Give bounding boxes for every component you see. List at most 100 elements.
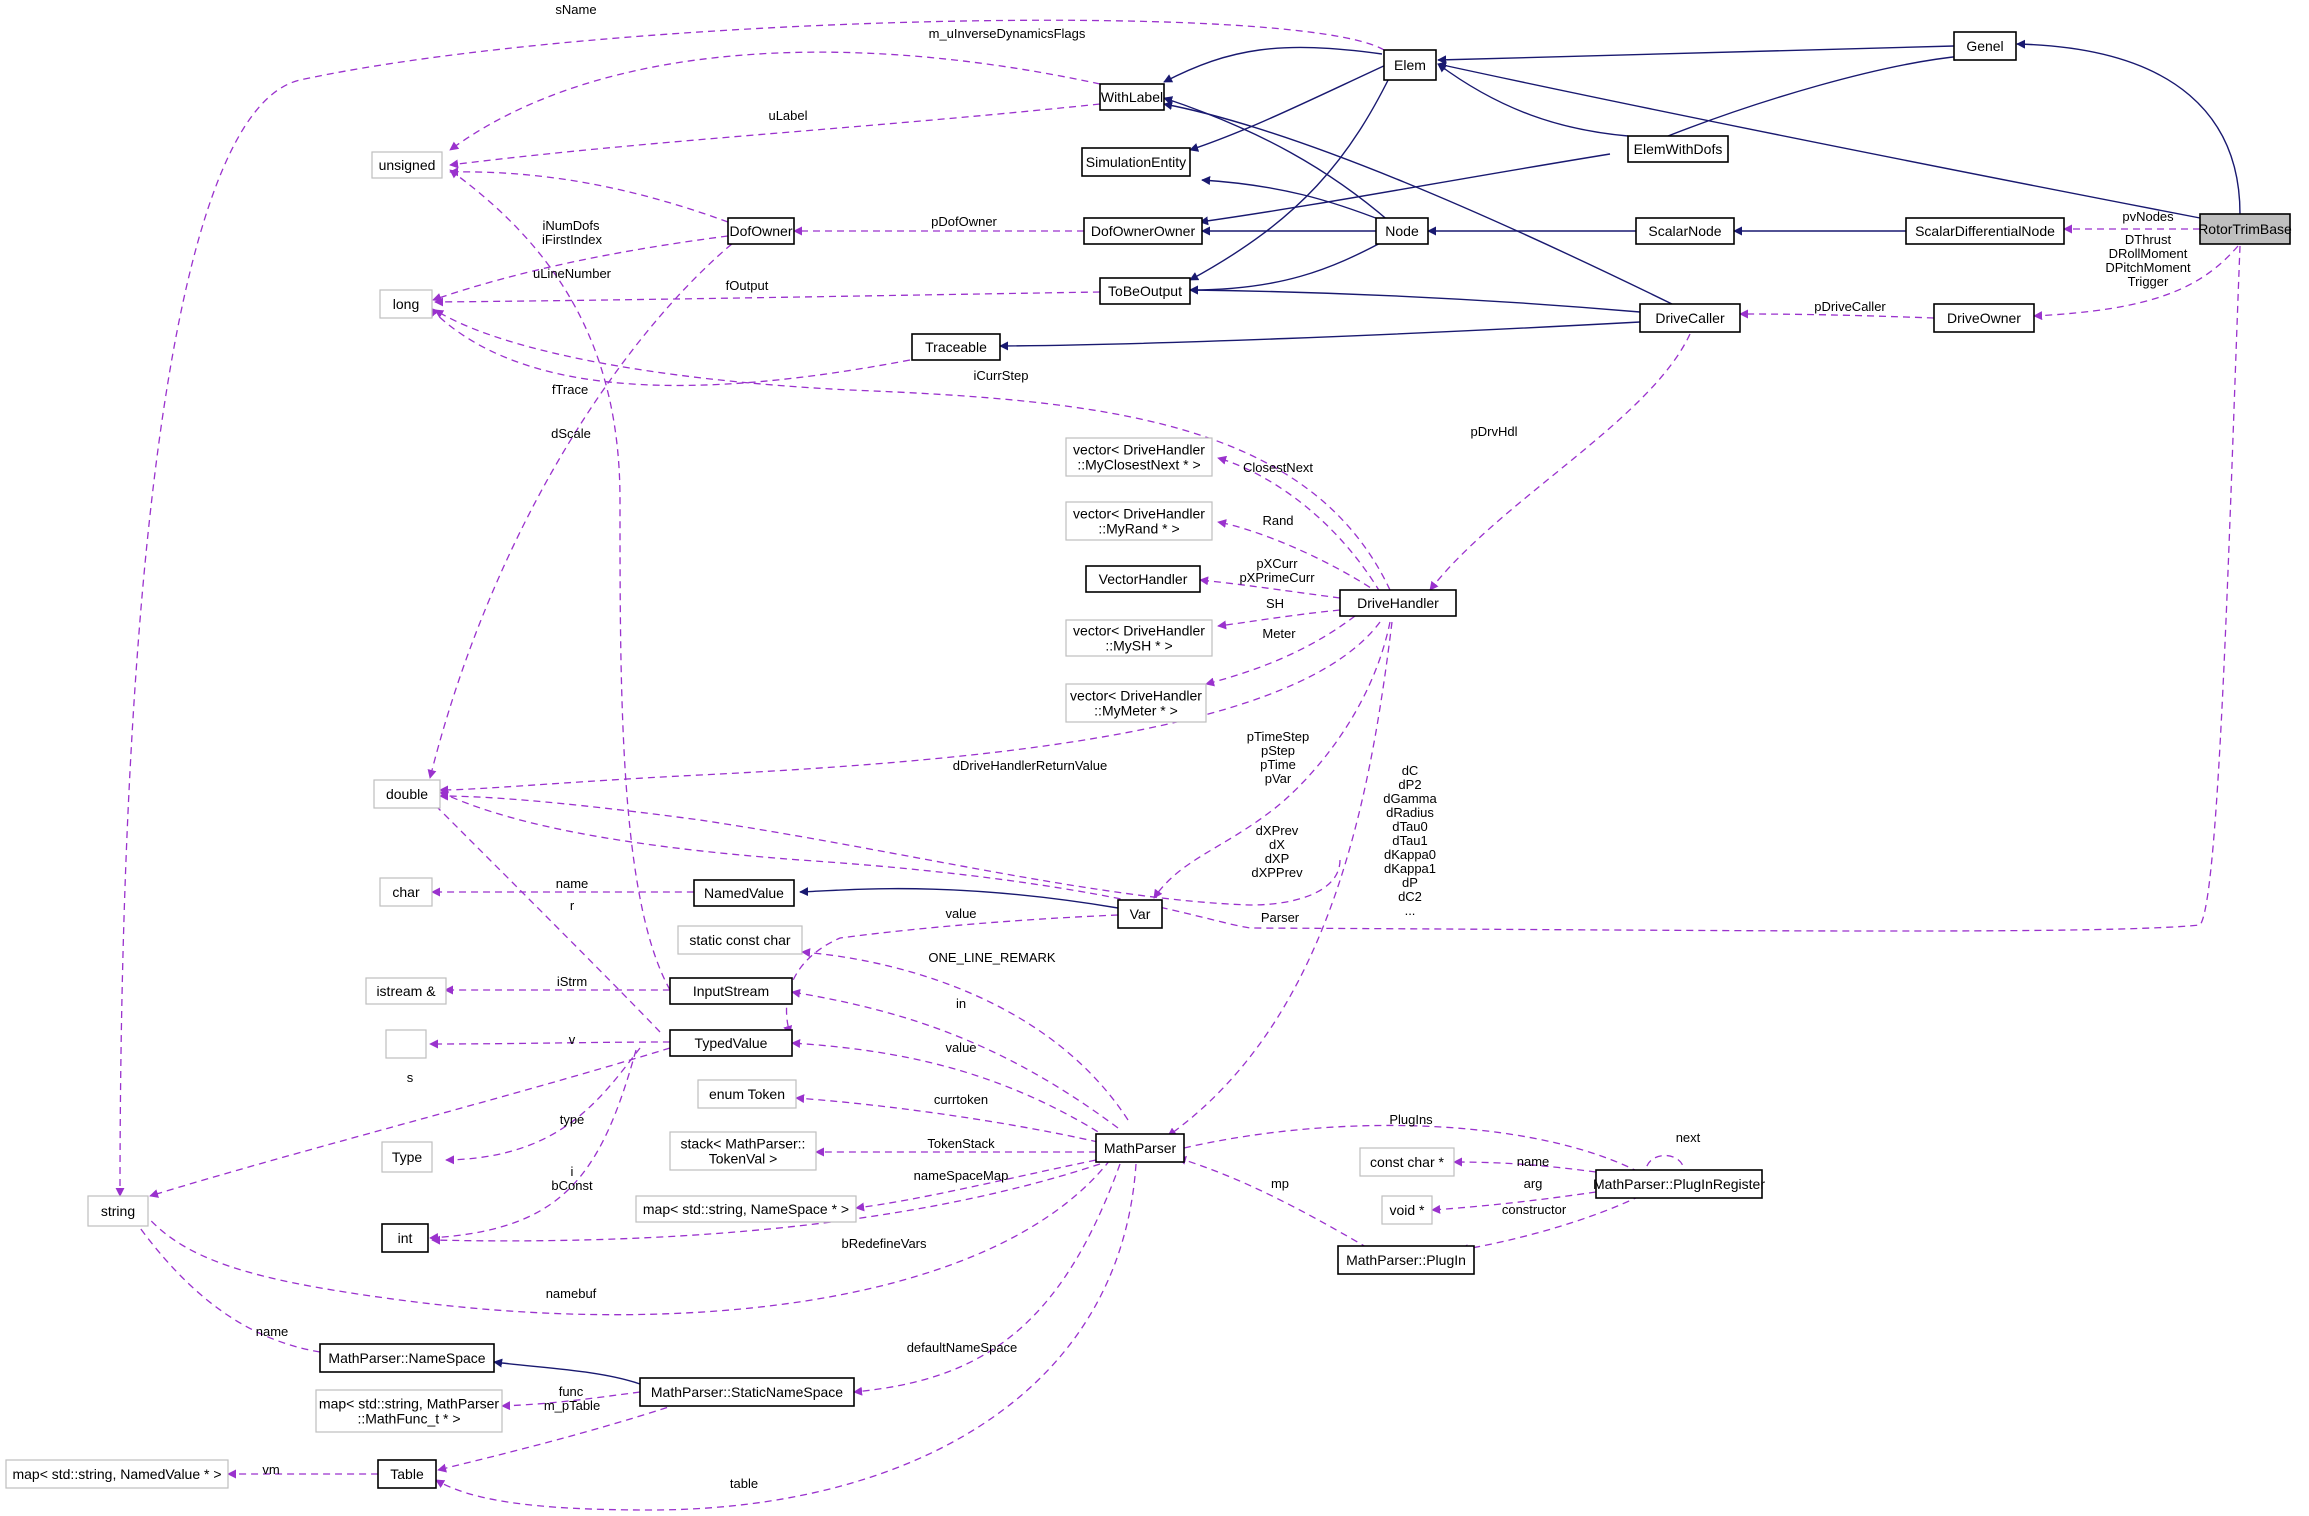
class-node-box[interactable] [1065,501,1213,541]
class-node-int[interactable]: int [381,1223,429,1253]
class-node-label: Node [1385,223,1419,239]
class-node-vecmeter[interactable]: vector< DriveHandler::MyMeter * > [1065,683,1207,723]
class-node-char[interactable]: char [379,877,433,907]
class-node-box[interactable] [373,779,441,809]
class-node-enumtoken[interactable]: enum Token [697,1079,797,1109]
class-node-tobeoutput[interactable]: ToBeOutput [1099,277,1191,305]
class-node-simulationentity[interactable]: SimulationEntity [1081,147,1191,177]
class-node-elemwithdofs[interactable]: ElemWithDofs [1627,135,1729,163]
class-node-box[interactable] [1099,277,1191,305]
class-node-box[interactable] [87,1195,149,1227]
class-node-box[interactable] [1337,1245,1475,1275]
class-node-box[interactable] [1595,1169,1763,1199]
class-node-box[interactable] [1081,147,1191,177]
class-node-box[interactable] [1381,1195,1433,1225]
class-node-stacktoken[interactable]: stack< MathParser::TokenVal > [669,1131,817,1171]
class-node-box[interactable] [377,1459,437,1489]
class-node-box[interactable] [639,1377,855,1407]
class-node-voidptr[interactable]: void * [1381,1195,1433,1225]
class-node-long[interactable]: long [379,289,433,319]
class-node-box[interactable] [727,217,795,245]
class-node-box[interactable] [1639,303,1741,333]
class-node-box[interactable] [385,1029,427,1059]
class-node-mapnamespace[interactable]: map< std::string, NameSpace * > [635,1195,857,1223]
class-node-withlabel[interactable]: WithLabel [1099,83,1165,111]
class-node-staticconstchar[interactable]: static const char [677,925,803,955]
class-node-typedvalue[interactable]: TypedValue [669,1029,793,1057]
class-node-inputstream[interactable]: InputStream [669,977,793,1005]
class-node-var[interactable]: Var [1117,899,1163,929]
class-node-unsigned[interactable]: unsigned [371,151,443,179]
class-node-scalardifferentialnode[interactable]: ScalarDifferentialNode [1905,217,2065,245]
class-node-constcharptr[interactable]: const char * [1359,1147,1455,1177]
class-node-box[interactable] [1083,217,1203,245]
class-node-box[interactable] [1099,83,1165,111]
class-node-vecclosest[interactable]: vector< DriveHandler::MyClosestNext * > [1065,437,1213,477]
class-node-box[interactable] [371,151,443,179]
class-node-box[interactable] [1375,217,1429,245]
class-node-drivehandler[interactable]: DriveHandler [1339,589,1457,617]
class-node-label: MathParser [1104,1140,1177,1156]
class-node-box[interactable] [1085,565,1201,593]
class-node-box[interactable] [693,879,795,907]
class-node-label: vector< DriveHandler [1073,623,1205,639]
class-node-type[interactable]: Type [381,1141,433,1173]
class-node-dofownerowner[interactable]: DofOwnerOwner [1083,217,1203,245]
class-node-box[interactable] [669,1029,793,1057]
class-node-box[interactable] [669,1131,817,1171]
class-node-box[interactable] [1635,217,1735,245]
class-node-mapmathfunc[interactable]: map< std::string, MathParser::MathFunc_t… [315,1389,503,1433]
class-node-box[interactable] [2199,213,2291,245]
class-node-box[interactable] [1095,1133,1185,1163]
class-node-box[interactable] [1933,303,2035,333]
class-node-traceable[interactable]: Traceable [911,333,1001,361]
class-node-blank[interactable] [385,1029,427,1059]
class-node-string[interactable]: string [87,1195,149,1227]
class-node-mapnamedvalue[interactable]: map< std::string, NamedValue * > [5,1459,229,1489]
class-node-plugin[interactable]: MathParser::PlugIn [1337,1245,1475,1275]
class-node-double[interactable]: double [373,779,441,809]
class-node-drivecaller[interactable]: DriveCaller [1639,303,1741,333]
class-node-rotortrimbase[interactable]: RotorTrimBase [2198,213,2292,245]
class-node-vecrand[interactable]: vector< DriveHandler::MyRand * > [1065,501,1213,541]
class-node-istream[interactable]: istream & [365,977,447,1005]
class-node-namespace[interactable]: MathParser::NameSpace [319,1343,495,1373]
class-node-box[interactable] [1627,135,1729,163]
class-node-box[interactable] [379,877,433,907]
class-node-box[interactable] [5,1459,229,1489]
class-node-staticnamespace[interactable]: MathParser::StaticNameSpace [639,1377,855,1407]
class-node-box[interactable] [379,289,433,319]
class-node-vectorhandler[interactable]: VectorHandler [1085,565,1201,593]
class-node-box[interactable] [381,1223,429,1253]
class-node-box[interactable] [1383,49,1437,81]
class-node-label: Elem [1394,57,1426,73]
class-node-namedvalue[interactable]: NamedValue [693,879,795,907]
class-node-table[interactable]: Table [377,1459,437,1489]
class-node-box[interactable] [319,1343,495,1373]
class-node-box[interactable] [1117,899,1163,929]
class-node-box[interactable] [635,1195,857,1223]
class-node-box[interactable] [1065,683,1207,723]
class-node-driveowner[interactable]: DriveOwner [1933,303,2035,333]
class-node-box[interactable] [1359,1147,1455,1177]
class-node-mathparser[interactable]: MathParser [1095,1133,1185,1163]
class-node-box[interactable] [315,1389,503,1433]
class-node-box[interactable] [1065,619,1213,657]
class-node-box[interactable] [677,925,803,955]
class-node-box[interactable] [381,1141,433,1173]
class-node-box[interactable] [365,977,447,1005]
class-node-box[interactable] [697,1079,797,1109]
class-node-box[interactable] [911,333,1001,361]
class-node-box[interactable] [1953,31,2017,61]
class-node-box[interactable] [1065,437,1213,477]
class-node-scalarnode[interactable]: ScalarNode [1635,217,1735,245]
class-node-pluginregister[interactable]: MathParser::PlugInRegister [1593,1169,1765,1199]
class-node-genel[interactable]: Genel [1953,31,2017,61]
class-node-box[interactable] [669,977,793,1005]
class-node-dofowner[interactable]: DofOwner [727,217,795,245]
class-node-box[interactable] [1339,589,1457,617]
class-node-vecsh[interactable]: vector< DriveHandler::MySH * > [1065,619,1213,657]
class-node-elem[interactable]: Elem [1383,49,1437,81]
class-node-node[interactable]: Node [1375,217,1429,245]
class-node-box[interactable] [1905,217,2065,245]
